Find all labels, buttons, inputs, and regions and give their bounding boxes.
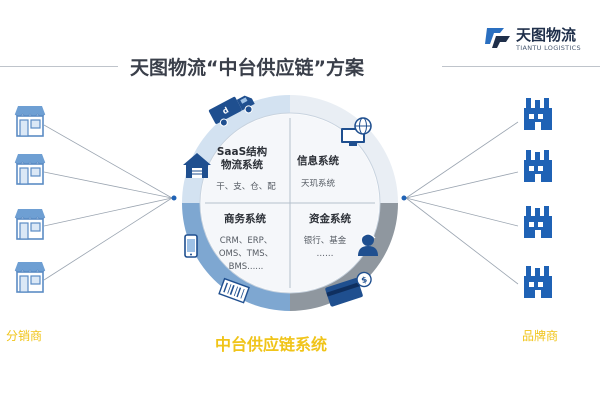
commerce-detail-line3: BMS...... — [229, 262, 264, 272]
tiantu-logo-icon — [485, 28, 510, 48]
right-hub-dot — [401, 195, 407, 201]
mobile-phone-icon — [184, 234, 198, 258]
ring-inner-line — [199, 112, 381, 294]
left-hub-dot — [171, 195, 177, 201]
barcode-scanner-icon — [218, 277, 250, 304]
globe-computer-icon — [341, 117, 372, 146]
brand-factory-icon — [524, 266, 552, 298]
finance-detail-line2: …… — [317, 249, 334, 259]
title-rule-left — [0, 66, 118, 67]
distributor-store-icon — [14, 261, 46, 293]
commerce-title: 商务系统 — [224, 212, 266, 225]
distributors-label: 分销商 — [6, 329, 43, 343]
brand-factory-icon — [524, 206, 552, 238]
right-connectors — [405, 121, 519, 285]
finance-detail-line1: 银行、基金 — [304, 235, 347, 246]
middle-platform-label: 中台供应链系统 — [215, 335, 328, 354]
distributor-store-icon — [14, 208, 46, 240]
card-payment-icon: $ — [325, 271, 372, 307]
left-connectors — [43, 124, 173, 281]
svg-text:d: d — [221, 105, 231, 116]
page-title: 天图物流“中台供应链”方案 — [130, 57, 364, 79]
svg-text:$: $ — [360, 275, 368, 285]
ring-top-left — [182, 95, 290, 203]
truck-icon: d — [208, 95, 255, 127]
info-detail: 天玑系统 — [301, 178, 336, 189]
info-title: 信息系统 — [297, 154, 339, 167]
finance-title: 资金系统 — [309, 212, 351, 225]
brand-factory-icon — [524, 150, 552, 182]
logo: 天图物流 TIANTU LOGISTICS — [484, 18, 594, 58]
brands-label: 品牌商 — [522, 329, 559, 343]
saas-detail: 干、支、仓、配 — [216, 181, 276, 192]
logo-name: 天图物流 — [516, 26, 577, 44]
commerce-detail-line1: CRM、ERP、 — [220, 236, 273, 246]
commerce-detail-line2: OMS、TMS、 — [219, 249, 273, 259]
title-rule-right — [442, 66, 600, 67]
saas-title-line2: 物流系统 — [221, 158, 263, 171]
saas-title-line1: SaaS结构 — [217, 145, 268, 158]
distributor-store-icon — [14, 105, 46, 137]
logo-subtitle: TIANTU LOGISTICS — [516, 44, 581, 52]
brand-factory-icon — [524, 98, 552, 130]
service-agent-icon — [358, 233, 378, 256]
distributor-store-icon — [14, 153, 46, 185]
ring-top-right — [290, 95, 398, 203]
warehouse-icon — [183, 153, 211, 178]
